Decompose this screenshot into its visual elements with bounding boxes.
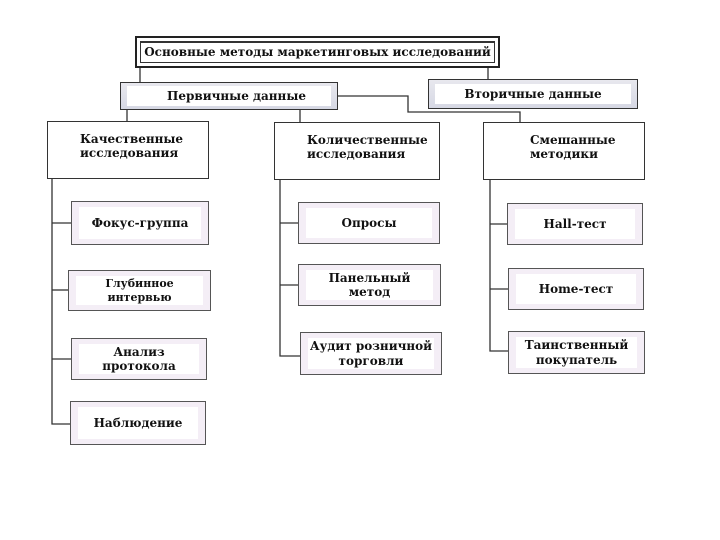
primary-data-box: Первичные данные bbox=[120, 82, 338, 110]
protocol-analysis-box: Анализ протокола bbox=[71, 338, 207, 380]
surveys-label: Опросы bbox=[306, 208, 432, 238]
primary-data-label: Первичные данные bbox=[127, 86, 331, 106]
diagram-title: Основные методы маркетинговых исследован… bbox=[140, 41, 495, 63]
surveys-box: Опросы bbox=[298, 202, 440, 244]
qualitative-label-line1: Качественные bbox=[80, 132, 184, 146]
depth-interview-box: Глубинное интервью bbox=[68, 270, 211, 311]
observation-label: Наблюдение bbox=[78, 407, 198, 439]
panel-method-label: Панельный метод bbox=[306, 270, 433, 300]
depth-interview-label: Глубинное интервью bbox=[76, 276, 203, 305]
focus-group-label: Фокус-группа bbox=[79, 207, 201, 239]
mystery-shopper-label-line2: покупатель bbox=[535, 352, 618, 367]
focus-group-box: Фокус-группа bbox=[71, 201, 209, 245]
mystery-shopper-box: Таинственный покупатель bbox=[508, 331, 645, 374]
mixed-methods-box: Смешанные методики bbox=[483, 122, 645, 180]
mixed-label-line2: методики bbox=[530, 147, 598, 162]
hall-test-label: Hall-тест bbox=[515, 209, 635, 239]
home-test-label: Home-тест bbox=[516, 274, 636, 304]
secondary-data-label: Вторичные данные bbox=[435, 84, 631, 104]
quantitative-label-line1: Количественные bbox=[307, 133, 428, 147]
secondary-data-box: Вторичные данные bbox=[428, 79, 638, 109]
hall-test-box: Hall-тест bbox=[507, 203, 643, 245]
protocol-analysis-label: Анализ протокола bbox=[79, 344, 199, 374]
mixed-label-line1: Смешанные bbox=[530, 133, 616, 147]
quantitative-research-box: Количественные исследования bbox=[274, 122, 440, 180]
panel-method-box: Панельный метод bbox=[298, 264, 441, 306]
retail-audit-label-line1: Аудит розничной bbox=[309, 339, 433, 354]
mystery-shopper-label-line1: Таинственный bbox=[524, 338, 629, 353]
retail-audit-box: Аудит розничной торговли bbox=[300, 332, 442, 375]
qualitative-research-box: Качественные исследования bbox=[47, 121, 209, 179]
qualitative-label-line2: исследования bbox=[80, 146, 179, 161]
home-test-box: Home-тест bbox=[508, 268, 644, 310]
quantitative-label-line2: исследования bbox=[307, 147, 406, 162]
observation-box: Наблюдение bbox=[70, 401, 206, 445]
diagram-title-box: Основные методы маркетинговых исследован… bbox=[135, 36, 500, 68]
retail-audit-label-line2: торговли bbox=[338, 353, 404, 368]
